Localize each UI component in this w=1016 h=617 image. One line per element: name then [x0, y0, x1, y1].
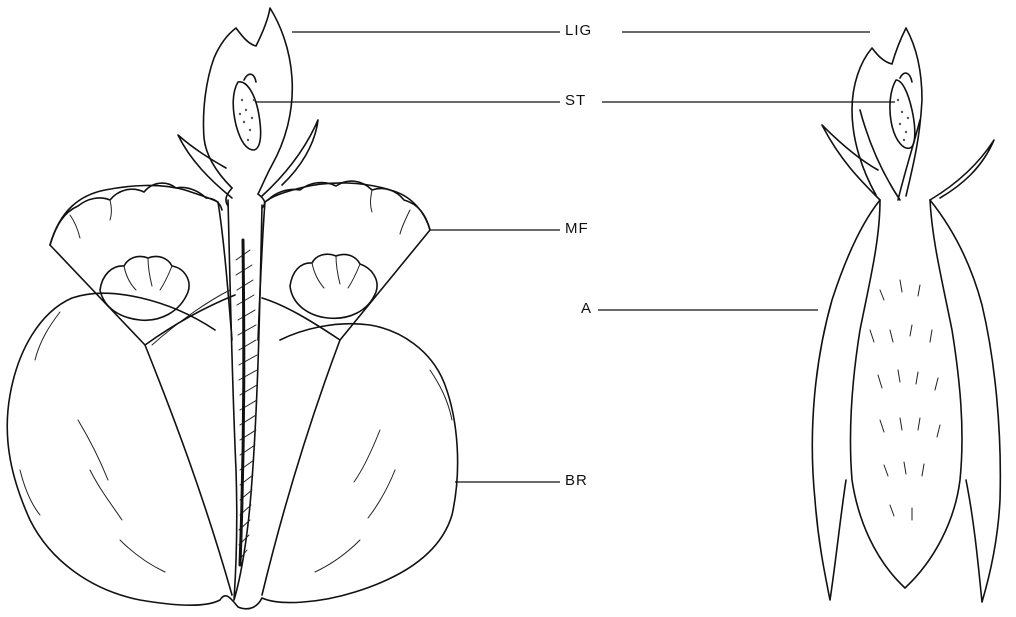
left-floret-bud — [100, 256, 189, 320]
right-stigma — [890, 80, 915, 148]
left-spikelet-drawing — [7, 8, 457, 609]
label-br: BR — [563, 473, 590, 489]
label-a: A — [579, 301, 594, 317]
right-glume-left — [822, 125, 880, 200]
right-floret-scallop — [268, 181, 430, 230]
left-lemma-fold-right — [262, 230, 430, 595]
label-mf: MF — [563, 221, 591, 237]
right-glume-right — [930, 140, 994, 200]
label-lig: LIG — [563, 23, 594, 39]
right-central-body — [850, 200, 962, 588]
right-spikelet-drawing — [812, 28, 1000, 602]
right-ligule — [852, 28, 922, 196]
left-ligule — [203, 8, 292, 194]
left-floret-scallop — [50, 183, 222, 245]
right-floret-bud — [290, 254, 377, 318]
label-st: ST — [563, 93, 588, 109]
